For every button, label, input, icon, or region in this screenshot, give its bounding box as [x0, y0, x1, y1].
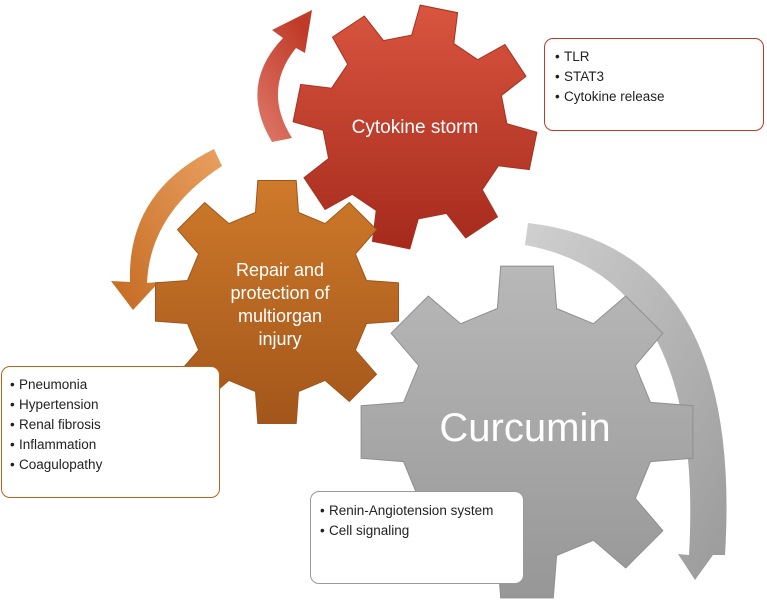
- item-text: Renin-Angiotension system: [329, 503, 494, 518]
- cytokine-storm-gear: [292, 4, 538, 250]
- item-text: Renal fibrosis: [19, 417, 101, 432]
- item-text: Pneumonia: [19, 377, 88, 392]
- repair-label-line-4: injury: [258, 329, 302, 349]
- list-item: •STAT3: [555, 69, 605, 84]
- item-text: STAT3: [564, 69, 605, 84]
- repair-box: •Pneumonia •Hypertension •Renal fibrosis…: [1, 366, 220, 498]
- list-item: •Cell signaling: [320, 523, 410, 538]
- gray-cycle-arrow: [525, 223, 727, 580]
- item-text: Hypertension: [19, 397, 99, 412]
- red-cycle-arrow: [257, 10, 312, 142]
- list-item: •Pneumonia: [10, 377, 88, 392]
- list-item: •Renal fibrosis: [10, 417, 101, 432]
- curcumin-label: Curcumin: [439, 406, 611, 450]
- list-item: •Coagulopathy: [10, 457, 103, 472]
- item-text: Inflammation: [19, 437, 97, 452]
- cytokine-storm-label: Cytokine storm: [351, 117, 479, 138]
- item-text: TLR: [564, 49, 590, 64]
- list-item: •Renin-Angiotension system: [320, 503, 494, 518]
- orange-cycle-arrow: [111, 149, 222, 310]
- repair-gear: [155, 180, 399, 424]
- list-item: •TLR: [555, 49, 590, 64]
- list-item: •Inflammation: [10, 437, 97, 452]
- item-text: Cytokine release: [564, 89, 665, 104]
- item-text: Coagulopathy: [19, 457, 103, 472]
- repair-label-line-2: protection of: [230, 283, 330, 303]
- repair-label-line-1: Repair and: [235, 260, 325, 280]
- cytokine-storm-box: •TLR •STAT3 •Cytokine release: [544, 38, 764, 131]
- repair-label-line-3: multiorgan: [237, 306, 323, 326]
- list-item: •Hypertension: [10, 397, 99, 412]
- item-text: Cell signaling: [329, 523, 410, 538]
- list-item: •Cytokine release: [555, 89, 665, 104]
- curcumin-box: •Renin-Angiotension system •Cell signali…: [310, 491, 524, 584]
- repair-label: Repair and protection of multiorgan inju…: [200, 259, 360, 351]
